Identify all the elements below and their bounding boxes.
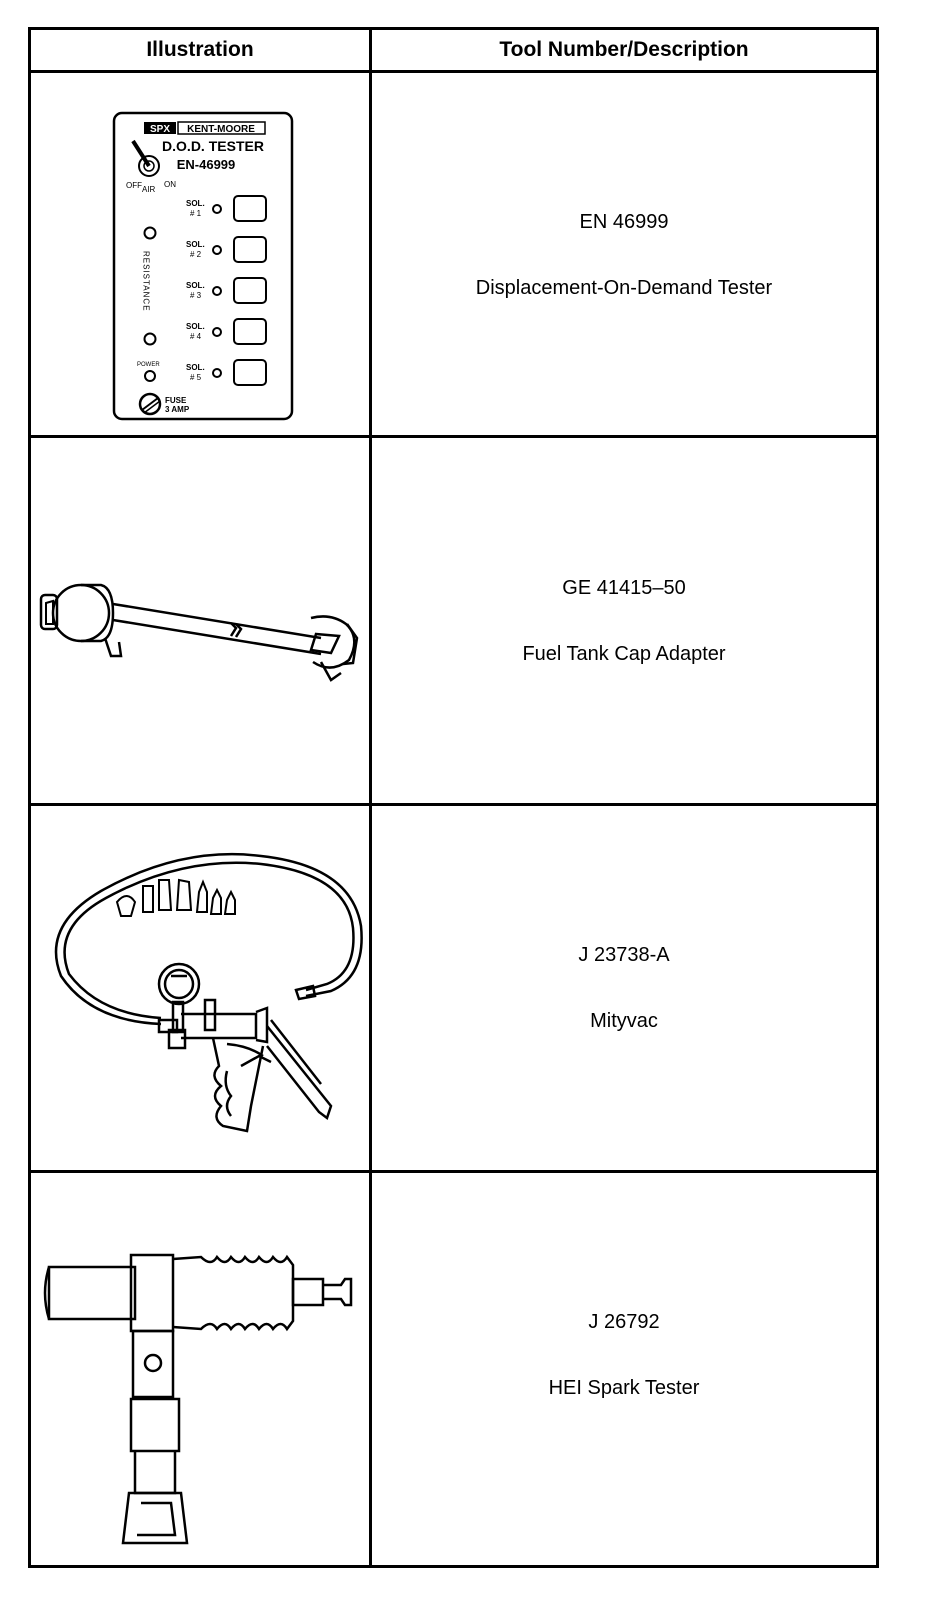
sol-button [233, 318, 267, 345]
sol-button [233, 195, 267, 222]
row-divider [31, 435, 876, 438]
tester-model-text: EN-46999 [177, 157, 236, 172]
row-1-description: EN 46999 Displacement-On-Demand Tester [372, 73, 876, 435]
sol-number-label: # 1 [190, 209, 202, 218]
header-illustration: Illustration [146, 38, 254, 61]
sol-button [233, 359, 267, 386]
sol-number-label: # 5 [190, 373, 202, 382]
resistance-jack-icon [143, 332, 157, 346]
fuse-amp-label: 3 AMP [165, 405, 190, 414]
sol-label: SOL. [186, 199, 205, 208]
mityvac-pump-icon [54, 852, 363, 1133]
row-4-description: J 26792 HEI Spark Tester [372, 1173, 876, 1565]
spark-tester-icon [43, 1253, 353, 1545]
sol-led-icon [212, 327, 222, 337]
sol-label: SOL. [186, 281, 205, 290]
row-3-description: J 23738-A Mityvac [372, 806, 876, 1170]
air-label: AIR [142, 185, 156, 194]
toggle-switch-icon [131, 139, 160, 177]
illustration-mityvac [31, 806, 369, 1170]
brand-kent-moore-text: KENT-MOORE [187, 124, 255, 135]
on-label: ON [164, 180, 176, 189]
sol-number-label: # 3 [190, 291, 202, 300]
sol-number-label: # 4 [190, 332, 202, 341]
power-label: POWER [137, 362, 160, 368]
fuel-cap-adapter-icon [39, 583, 359, 682]
column-divider [369, 30, 372, 1565]
tool-number: J 23738-A [578, 944, 670, 966]
illustration-fuel-tank-cap-adapter [31, 438, 369, 803]
illustration-dod-tester: SPX KENT-MOORE D.O.D. TESTER EN-46999 OF… [31, 73, 369, 435]
brand-spx-text: SPX [150, 124, 170, 135]
sol-label: SOL. [186, 240, 205, 249]
sol-led-icon [212, 204, 222, 214]
sol-label: SOL. [186, 322, 205, 331]
tool-description: Displacement-On-Demand Tester [475, 277, 773, 299]
off-label: OFF [126, 181, 142, 190]
sol-led-icon [212, 245, 222, 255]
tool-number: EN 46999 [579, 211, 669, 233]
row-divider [31, 70, 876, 73]
adapter-fittings-icon [115, 878, 236, 917]
sol-button [233, 236, 267, 263]
row-2-description: GE 41415–50 Fuel Tank Cap Adapter [372, 438, 876, 803]
tool-description: Fuel Tank Cap Adapter [522, 643, 726, 665]
sol-label: SOL. [186, 363, 205, 372]
illustration-hei-spark-tester [31, 1173, 369, 1565]
sol-number-label: # 2 [190, 250, 202, 259]
tool-number: GE 41415–50 [562, 577, 686, 599]
tool-description: Mityvac [590, 1010, 658, 1032]
tool-table: Illustration Tool Number/Description SPX… [28, 27, 879, 1568]
row-divider [31, 1170, 876, 1173]
tool-description: HEI Spark Tester [548, 1377, 700, 1399]
sol-button [233, 277, 267, 304]
fuse-label: FUSE [165, 396, 187, 405]
power-led-icon [144, 370, 156, 382]
row-divider [31, 803, 876, 806]
tester-title-text: D.O.D. TESTER [162, 138, 264, 154]
header-tool-description: Tool Number/Description [499, 38, 749, 61]
resistance-jack-icon [143, 226, 157, 240]
sol-led-icon [212, 368, 222, 378]
tool-number: J 26792 [588, 1311, 660, 1333]
fuse-holder-icon [138, 392, 162, 416]
resistance-label: RESISTANCE [142, 251, 151, 312]
sol-led-icon [212, 286, 222, 296]
